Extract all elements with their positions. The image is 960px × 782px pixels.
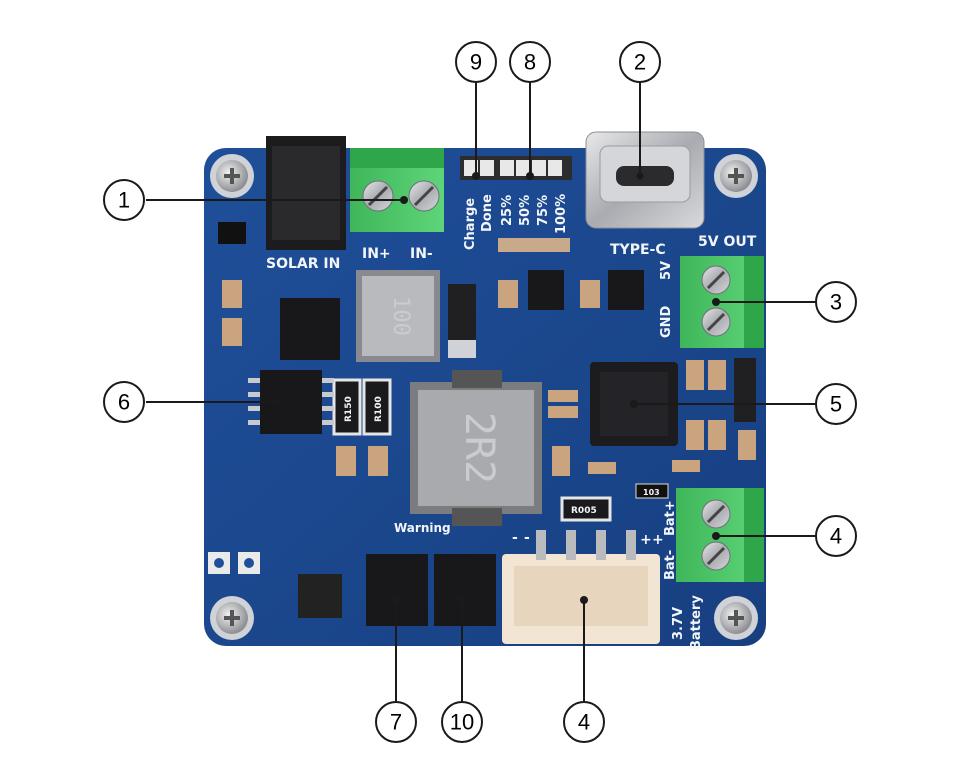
solar-in-label: SOLAR IN [266,256,340,272]
svg-text:10: 10 [450,710,474,735]
mount-screw-bottom-left [210,596,254,640]
diode-right [734,358,756,422]
svg-text:-: - [512,530,518,546]
svg-text:R005: R005 [571,506,597,516]
mosfet [608,270,644,310]
mosfet [528,270,564,310]
svg-text:-: - [524,530,530,546]
svg-text:+: + [652,532,664,548]
bat-minus-label: Bat- [663,550,678,580]
callout-dots [272,172,720,604]
5v-pin-label: 5V [659,261,674,280]
svg-text:8: 8 [524,50,536,75]
callout-6: 6 [103,381,145,423]
in-minus-label: IN- [410,246,433,262]
inductor-small: 100 [356,270,440,362]
svg-text:4: 4 [578,710,590,735]
svg-text:5: 5 [830,392,842,417]
sense-resistor-r005: R005 [560,496,612,522]
svg-text:+: + [640,532,652,548]
callout-4-bottom: 4 [563,701,605,743]
svg-text:100: 100 [388,296,413,336]
svg-text:103: 103 [643,488,660,497]
svg-text:R100: R100 [374,396,384,422]
svg-text:2R2: 2R2 [456,412,502,484]
resistor-array [498,238,570,252]
callout-4-right: 4 [815,515,857,557]
mount-screw-bottom-right [714,596,758,640]
solar-terminal-block [350,148,444,232]
svg-text:3: 3 [830,290,842,315]
svg-text:R150: R150 [344,396,354,422]
ic-qfn-small [298,574,342,618]
transistor [218,222,246,244]
battery-voltage-label: 3.7V [671,607,686,640]
sense-resistor-r100: R100 [362,378,392,436]
5v-out-label: 5V OUT [698,234,757,250]
warning-label: Warning [394,521,451,535]
callout-1: 1 [103,179,145,221]
callout-3: 3 [815,281,857,323]
svg-text:9: 9 [470,50,482,75]
callout-leaders [146,82,816,704]
callout-8: 8 [509,41,551,83]
usb-type-c-port [585,131,705,229]
led-label-50: 50% [518,195,533,226]
callout-5: 5 [815,383,857,425]
bat-plus-label: Bat+ [663,500,678,536]
inductor-large: 2R2 [410,370,542,526]
callout-2: 2 [619,41,661,83]
header-pads [208,552,260,574]
svg-text:6: 6 [118,390,130,415]
type-c-label: TYPE-C [610,242,666,258]
led-label-25: 25% [500,195,515,226]
passive-components [222,280,756,476]
callout-9: 9 [455,41,497,83]
battery-label: Battery [689,595,704,650]
ic-soic-10 [434,554,496,626]
svg-text:4: 4 [830,524,842,549]
gnd-pin-label: GND [659,305,674,338]
mount-screw-top-right [714,154,758,198]
svg-text:1: 1 [118,188,130,213]
smd-resistor-103: 103 [635,483,669,499]
svg-text:2: 2 [634,50,646,75]
in-plus-label: IN+ [362,246,391,262]
led-label-charge: Charge [463,198,478,250]
svg-text:7: 7 [390,710,402,735]
callout-7: 7 [375,701,417,743]
sense-resistor-r150: R150 [332,378,362,436]
mount-screw-top-left [210,154,254,198]
led-label-100: 100% [554,194,569,234]
ic-mosfet-top [280,298,340,360]
callout-10: 10 [441,701,483,743]
led-label-done: Done [480,194,495,232]
led-label-75: 75% [536,195,551,226]
